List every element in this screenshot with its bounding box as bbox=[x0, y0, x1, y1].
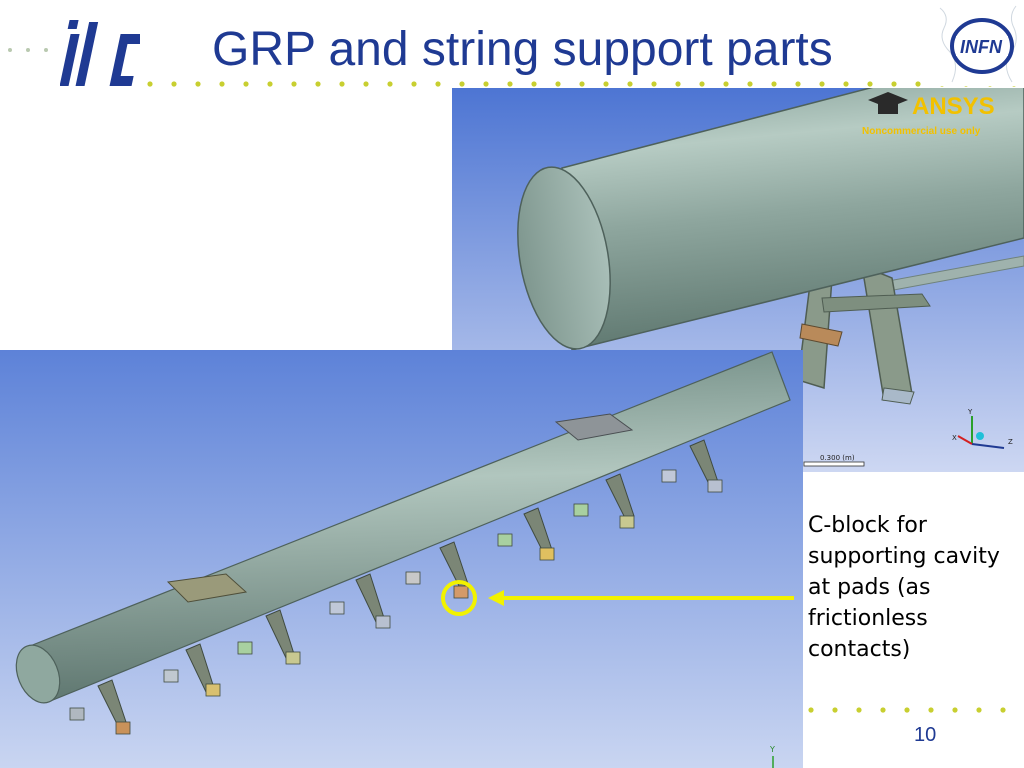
axis-triad: Y X Z bbox=[952, 408, 1013, 449]
pointer-arrow-head bbox=[488, 590, 504, 606]
axis-x-label: X bbox=[952, 434, 957, 442]
ansys-brand-text: ANSYS bbox=[912, 93, 995, 120]
ansys-watermark: ANSYS Noncommercial use only bbox=[862, 92, 995, 137]
assembly-model-image: Y bbox=[0, 350, 803, 768]
highlight-circle bbox=[441, 580, 477, 616]
page-number: 10 bbox=[914, 724, 937, 746]
ansys-subtitle-text: Noncommercial use only bbox=[862, 126, 981, 137]
scale-bar: 0.300 (m) bbox=[803, 454, 865, 467]
ilc-logo: ilc bbox=[60, 20, 140, 86]
assembly-axis-triad: Y bbox=[769, 745, 775, 768]
scale-label: 0.300 (m) bbox=[820, 454, 855, 462]
assembly-axis-y-label: Y bbox=[769, 745, 775, 754]
infn-logo-text: INFN bbox=[960, 37, 1003, 57]
axis-z-label: Z bbox=[1008, 438, 1013, 446]
decorative-dot-row-bottom bbox=[808, 707, 1006, 713]
infn-logo: INFN bbox=[936, 2, 1024, 86]
axis-y-label: Y bbox=[967, 408, 973, 416]
slide-title: GRP and string support parts bbox=[212, 23, 833, 76]
fem-render-full-assembly: Y bbox=[0, 350, 803, 768]
annotation-text: C-block for supporting cavity at pads (a… bbox=[808, 513, 1000, 662]
